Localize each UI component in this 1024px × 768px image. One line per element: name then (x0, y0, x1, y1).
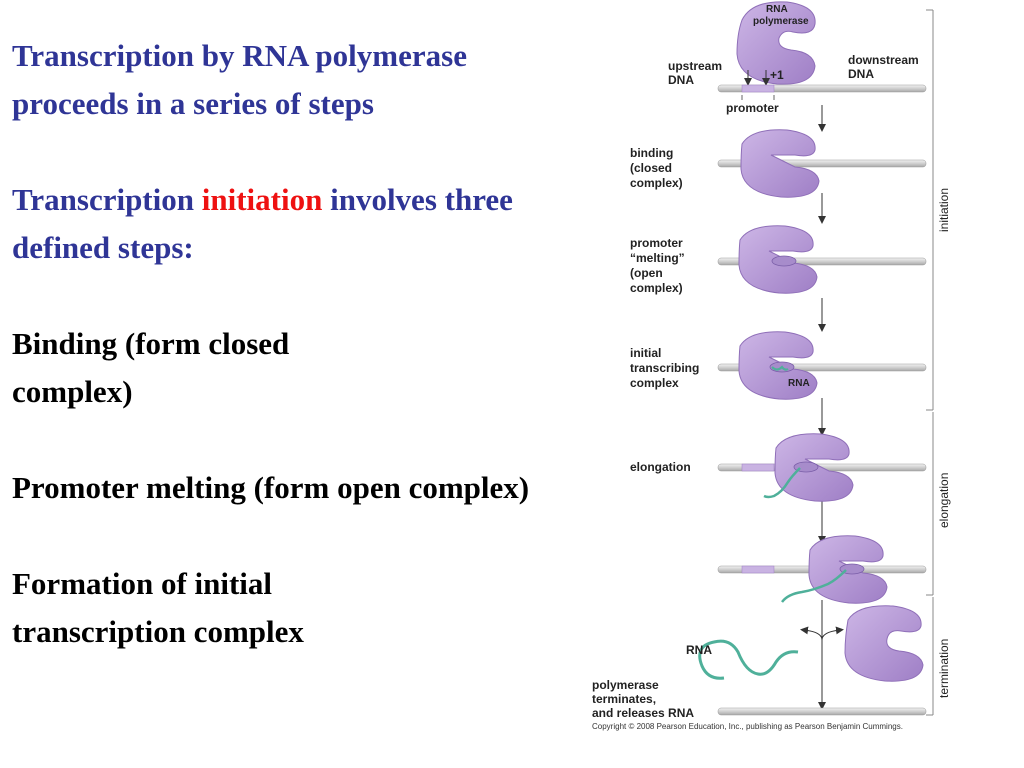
promoter-region (741, 84, 775, 93)
slide-title: Transcription by RNA polymerase proceeds… (12, 38, 467, 121)
phase-bracket-initiation: initiation (926, 9, 951, 411)
stage-promoter-melting: promoter “melting” (open complex) (630, 225, 927, 295)
label-binding-2: (closed (630, 161, 672, 175)
transcription-diagram: initiation elongation termination RNA po… (592, 1, 951, 720)
stage-initial-complex: initial transcribing complex RNA (630, 331, 927, 400)
label-initial-3: complex (630, 376, 679, 390)
rna-strand-short (771, 365, 789, 371)
step-initial-complex: Formation of initial transcription compl… (12, 566, 304, 649)
label-term-3: and releases RNA (592, 706, 694, 720)
label-rna-small: RNA (788, 378, 810, 389)
stage-termination: RNA polymerase terminates, and releases … (592, 605, 927, 720)
dna-strand (717, 707, 927, 716)
label-term-2: terminates, (592, 692, 656, 706)
phase-elongation-label: elongation (937, 473, 951, 528)
label-term-1: polymerase (592, 678, 659, 692)
phase-termination-label: termination (937, 639, 951, 698)
polymerase-shape-released (844, 605, 924, 682)
promoter-region (741, 463, 775, 472)
label-binding-1: binding (630, 146, 673, 160)
stage-elongation: elongation (630, 433, 927, 502)
polymerase-shape (740, 129, 820, 198)
phase-initiation-label: initiation (937, 188, 951, 232)
label-melting-3: (open (630, 266, 663, 280)
initiation-intro: Transcription initiation involves three … (12, 176, 572, 272)
label-initial-1: initial (630, 346, 661, 360)
slide-text: Transcription by RNA polymerase proceeds… (12, 32, 572, 656)
stage-free-polymerase: RNA polymerase upstream DNA downstream D… (668, 1, 927, 115)
label-upstream-1: upstream (668, 59, 722, 73)
step-melting: Promoter melting (form open complex) (12, 470, 530, 505)
melted-bubble (771, 255, 797, 267)
label-promoter: promoter (726, 101, 779, 115)
label-plus-one: +1 (770, 68, 784, 82)
stage-arrows (800, 105, 844, 710)
stage-binding: binding (closed complex) (630, 129, 927, 198)
label-binding-3: complex) (630, 176, 683, 190)
phase-bracket-elongation: elongation (926, 412, 951, 596)
label-melting-1: promoter (630, 236, 683, 250)
label-rna-polymerase-2: polymerase (753, 16, 809, 27)
label-rna-large: RNA (686, 643, 712, 657)
label-melting-2: “melting” (630, 251, 685, 265)
label-downstream-1: downstream (848, 53, 919, 67)
step-binding: Binding (form closed complex) (12, 326, 290, 409)
rna-strand (781, 569, 847, 603)
label-downstream-2: DNA (848, 67, 874, 81)
initiation-intro-after: involves three defined steps: (12, 182, 513, 265)
rna-strand (763, 467, 801, 499)
label-elongation: elongation (630, 460, 691, 474)
promoter-region (741, 565, 775, 574)
stage-elongation-late (717, 535, 927, 604)
label-initial-2: transcribing (630, 361, 699, 375)
phase-bracket-termination: termination (926, 597, 951, 716)
label-upstream-2: DNA (668, 73, 694, 87)
label-rna-polymerase-1: RNA (766, 4, 788, 15)
copyright-notice: Copyright © 2008 Pearson Education, Inc.… (592, 722, 903, 731)
initiation-intro-before: Transcription (12, 182, 194, 217)
rna-strand-released (698, 639, 799, 680)
initiation-keyword: initiation (201, 182, 323, 217)
label-melting-4: complex) (630, 281, 683, 295)
